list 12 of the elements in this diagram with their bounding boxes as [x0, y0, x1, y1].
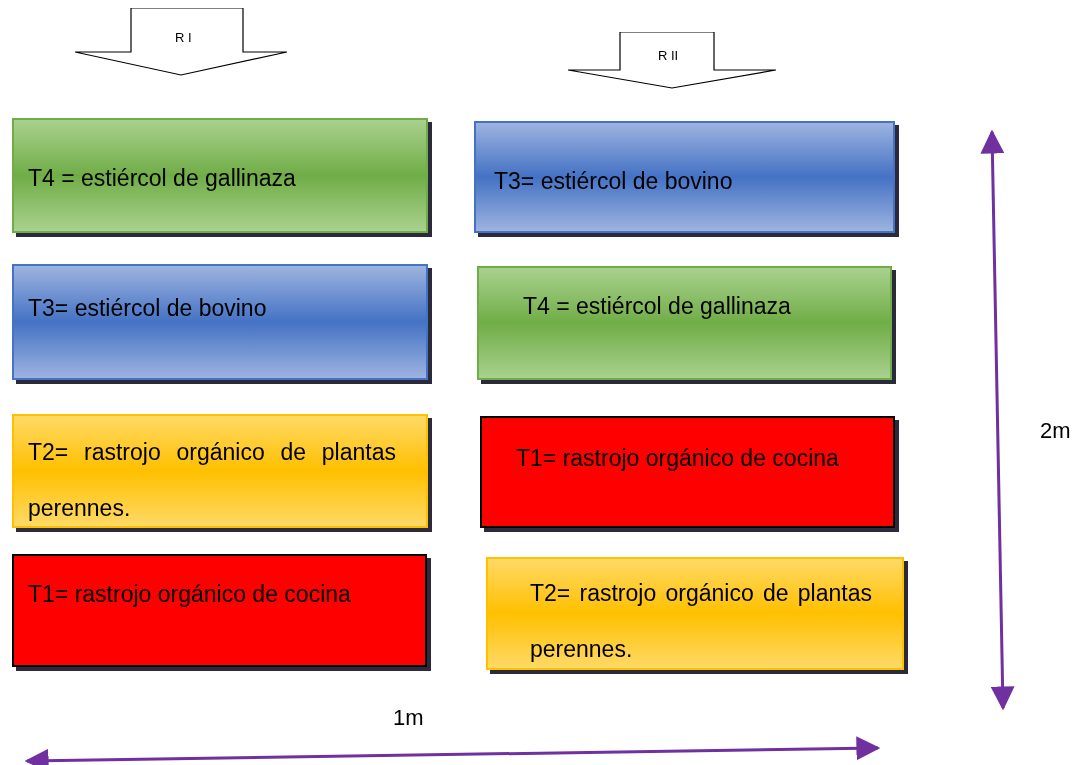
row-label: R I — [175, 30, 192, 45]
row-label: R II — [658, 48, 679, 63]
treatment-label: T3= estiércol de bovino — [28, 294, 268, 323]
treatment-label: T1= rastrojo orgánico de cocina — [28, 580, 352, 609]
dimension-label: 1m — [393, 705, 424, 731]
treatment-label: T4 = estiércol de gallinaza — [523, 292, 792, 321]
dimension-label: 2m — [1040, 418, 1071, 444]
treatment-label: T1= rastrojo orgánico de cocina — [516, 444, 840, 473]
treatment-label: T4 = estiércol de gallinaza — [28, 164, 297, 193]
treatment-label: T2= rastrojo orgánico de plantas perennes. — [530, 579, 872, 664]
treatment-label: T3= estiércol de bovino — [494, 167, 734, 196]
treatment-label: T2= rastrojo orgánico de plantas perennes. — [28, 438, 396, 523]
